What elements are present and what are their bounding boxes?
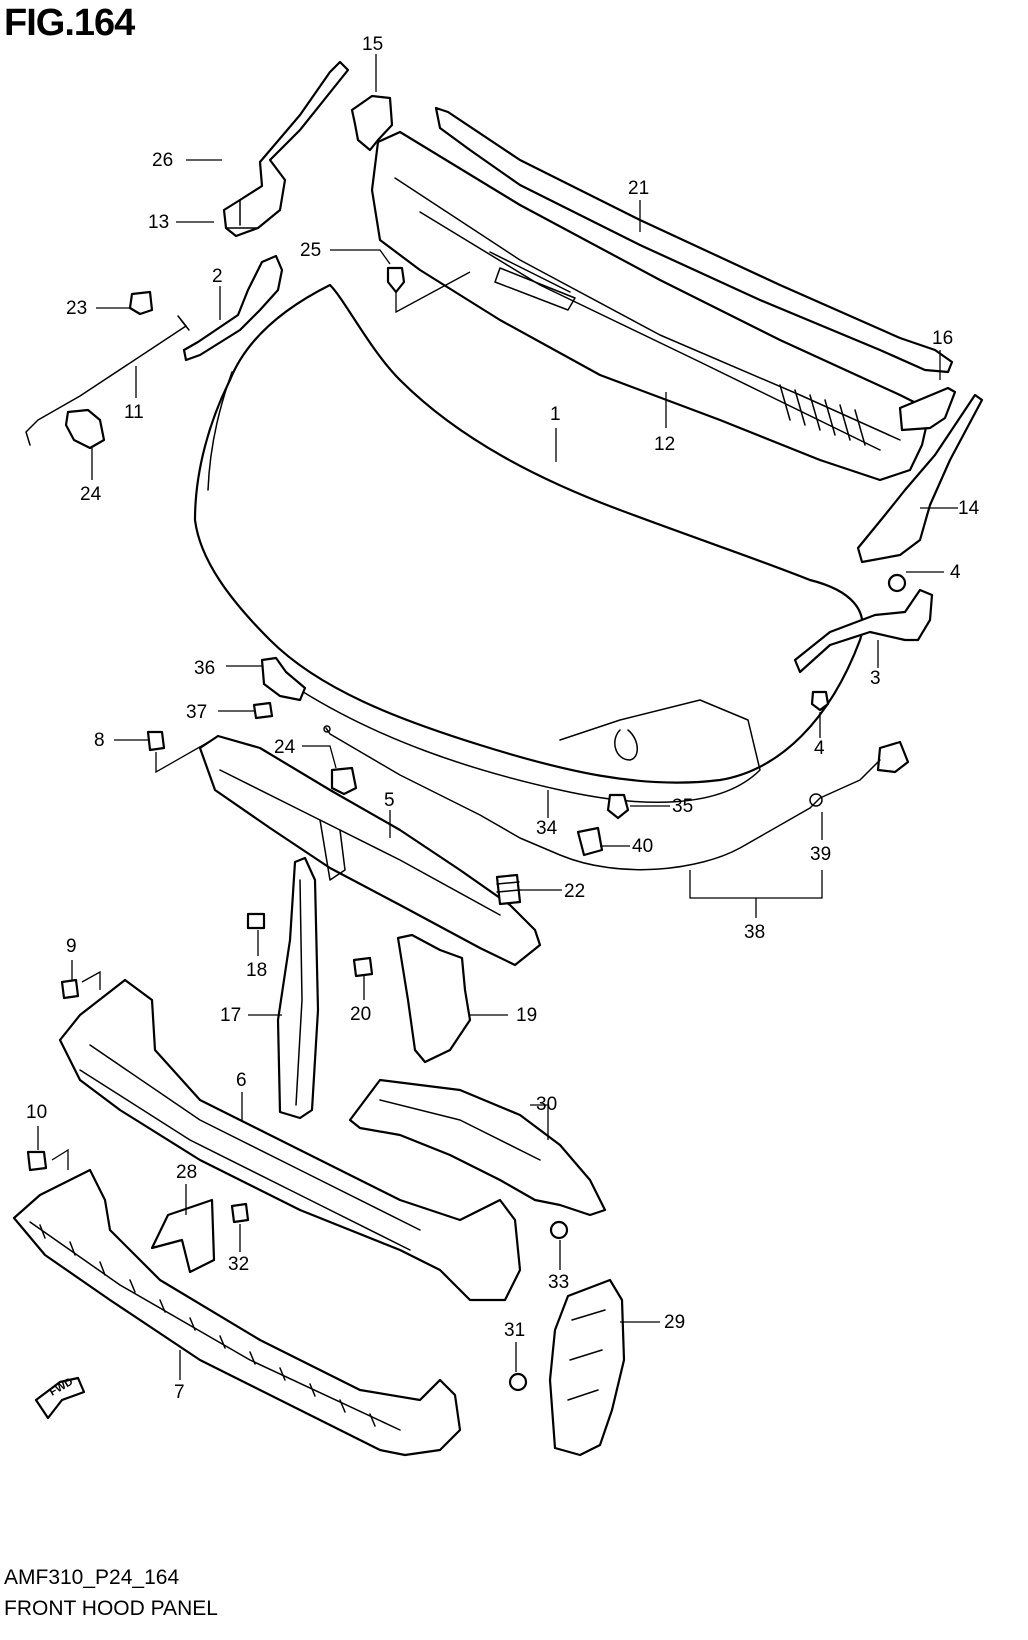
part-11-rod	[25, 315, 190, 446]
part-22-bumper	[495, 873, 522, 906]
callout-12: 12	[654, 434, 675, 455]
part-2-bracket	[182, 254, 284, 362]
part-36-latch	[260, 656, 307, 702]
part-6-member	[58, 978, 522, 1302]
part-4-bolt-lower	[810, 690, 830, 712]
callout-34: 34	[536, 818, 558, 839]
callout-22: 22	[564, 881, 585, 902]
part-39-handle	[809, 740, 910, 809]
part-5-upper-member	[198, 734, 542, 967]
callout-38: 38	[744, 922, 765, 943]
part-12-cowl-panel	[370, 130, 932, 482]
callout-36: 36	[194, 658, 215, 679]
callout-13: 13	[148, 212, 169, 233]
callout-1: 1	[550, 404, 561, 425]
callout-23: 23	[66, 298, 87, 319]
part-17-brace	[276, 856, 320, 1120]
part-1-hood	[193, 283, 864, 804]
callout-10: 10	[26, 1102, 47, 1123]
part-24-bumper	[330, 766, 358, 796]
callout-8: 8	[94, 730, 105, 751]
callout-16: 16	[932, 328, 953, 349]
part-30-duct	[348, 1078, 607, 1217]
part-34-cable	[323, 725, 811, 871]
callout-6: 6	[236, 1070, 247, 1091]
callout-19: 19	[516, 1005, 537, 1026]
callout-31: 31	[504, 1320, 525, 1341]
callout-24: 24	[274, 737, 296, 758]
part-8-bolt	[146, 730, 213, 774]
callout-40: 40	[632, 836, 653, 857]
part-21-molding	[434, 106, 954, 374]
callout-39: 39	[810, 844, 831, 865]
part-19-bracket	[396, 933, 472, 1064]
callout-28: 28	[176, 1162, 197, 1183]
callout-9: 9	[66, 936, 77, 957]
figure-caption: FRONT HOOD PANEL	[4, 1597, 218, 1620]
callout-5: 5	[384, 790, 395, 811]
part-14-side-panel	[856, 393, 984, 564]
part-18-bolt	[246, 912, 266, 930]
part-35-clip	[606, 793, 630, 820]
callout-25: 24	[80, 484, 102, 505]
part-3-hinge	[793, 588, 934, 674]
part-4-bolt-upper	[887, 573, 907, 593]
part-20-bolt	[352, 956, 374, 978]
callout-32: 32	[228, 1254, 249, 1275]
figure-title: FIG.164	[4, 2, 135, 44]
callout-4-lower: 4	[814, 738, 825, 759]
callout-14: 14	[958, 498, 980, 519]
part-37-bolt	[252, 701, 274, 720]
callout-11: 11	[124, 402, 144, 423]
callout-37: 37	[186, 702, 207, 723]
part-31-clip	[508, 1372, 528, 1392]
callout-29: 29	[664, 1312, 685, 1333]
drawing-code: AMF310_P24_164	[4, 1566, 180, 1589]
part-29-cover	[548, 1278, 626, 1457]
callout-20: 20	[350, 1004, 371, 1025]
part-labels: 15 26 13 21 25 2 23 11 24 1 12 16 14 4 3…	[26, 34, 980, 1403]
callout-7: 7	[174, 1382, 185, 1403]
part-32-clip	[230, 1202, 250, 1224]
part-7-reinforcement	[12, 1168, 462, 1457]
callout-27: 26	[152, 150, 173, 171]
part-16-side-cover	[898, 386, 957, 432]
part-13-hinge	[222, 60, 350, 238]
callout-26: 25	[300, 240, 321, 261]
callout-leaders	[37, 54, 958, 1380]
callout-33: 33	[548, 1272, 569, 1293]
callout-35: 35	[672, 796, 693, 817]
fwd-arrow-icon: FWD	[34, 1376, 86, 1420]
part-40-clip	[576, 826, 604, 857]
callout-17: 17	[220, 1005, 241, 1026]
part-15-bracket	[350, 94, 394, 152]
callout-18: 18	[246, 960, 267, 981]
part-9-bolt	[60, 970, 101, 1000]
part-10-nut	[26, 1148, 69, 1172]
part-26-clip	[386, 266, 471, 314]
part-23-clip	[128, 290, 154, 316]
callout-21: 21	[628, 178, 649, 199]
callout-4-upper: 4	[950, 562, 961, 583]
callout-15: 15	[362, 34, 383, 55]
callout-30: 30	[536, 1094, 557, 1115]
callout-3: 3	[870, 668, 881, 689]
part-28-bracket	[150, 1198, 216, 1274]
part-25-holder	[64, 408, 106, 450]
part-33-clip	[549, 1220, 569, 1240]
callout-2: 2	[212, 266, 223, 287]
